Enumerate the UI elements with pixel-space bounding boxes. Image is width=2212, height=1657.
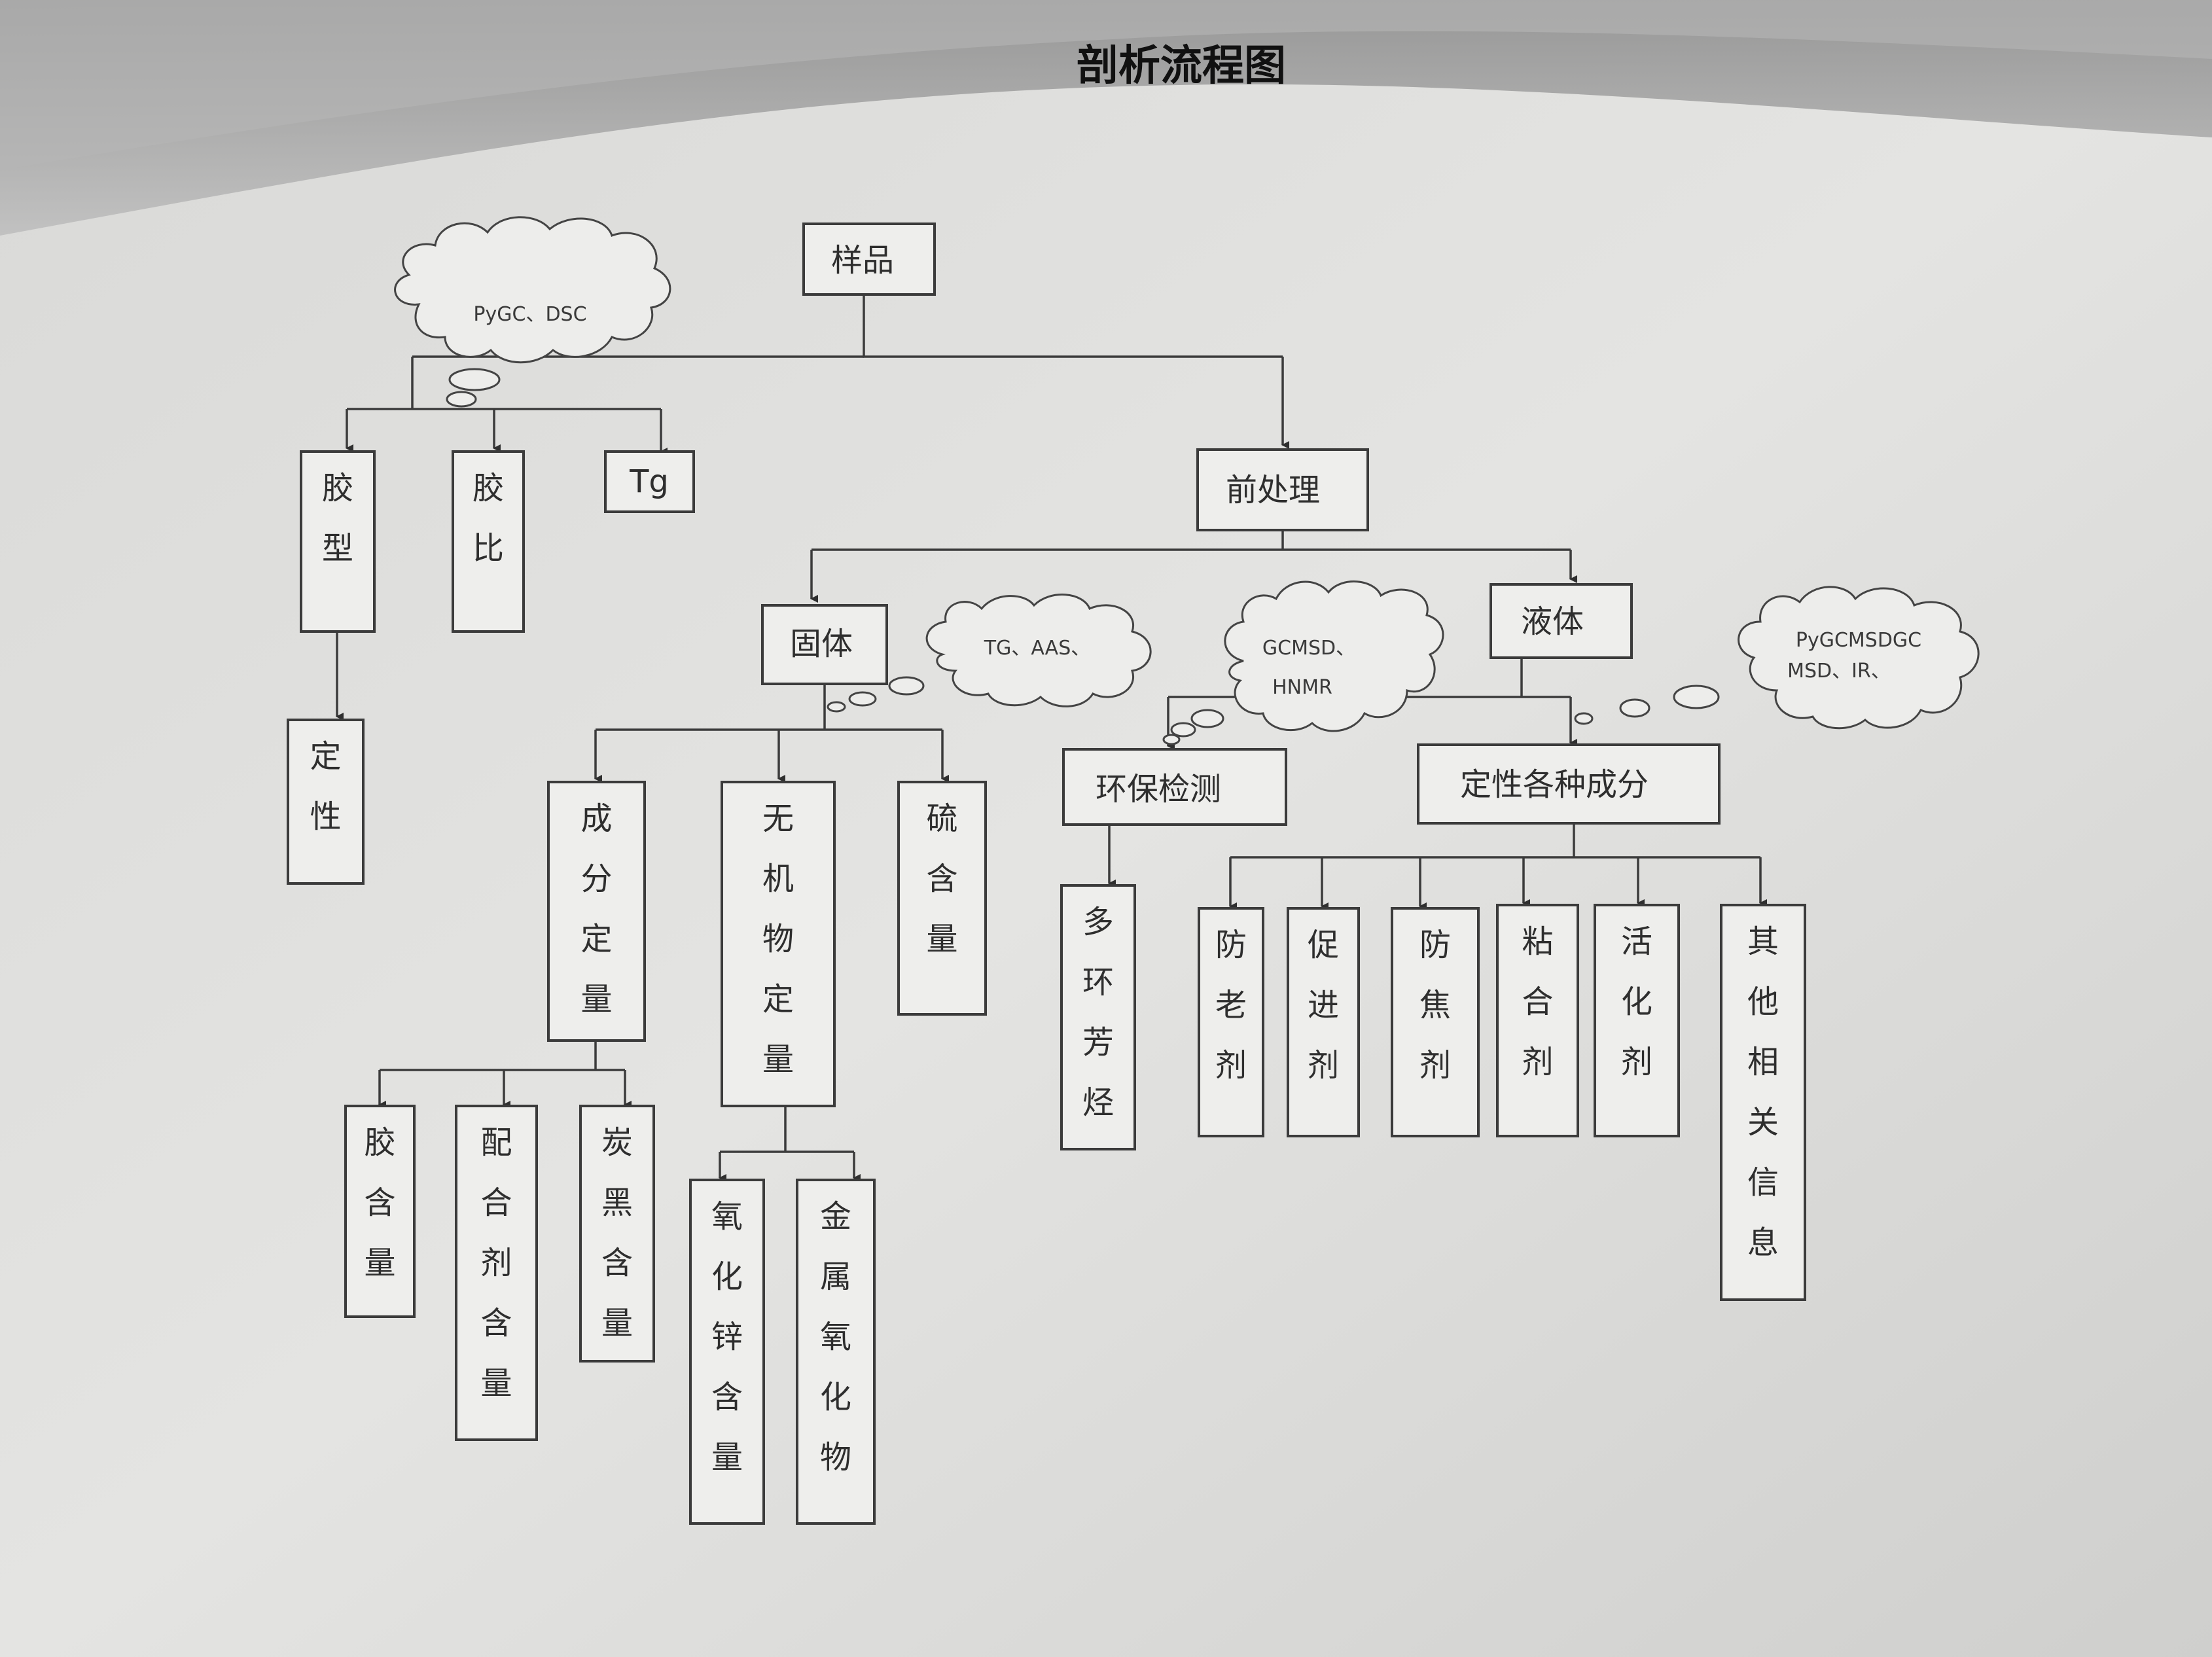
node-env-test: 环保检测 — [1062, 748, 1287, 826]
node-label-rubber-content: 胶含量 — [364, 1124, 395, 1281]
node-label-qualitative-left: 定性 — [310, 738, 341, 835]
node-sulfur-content: 硫含量 — [897, 781, 987, 1016]
cloud-label-tg-aas: TG、AAS、 — [984, 637, 1091, 660]
node-component-quant: 成分定量 — [547, 781, 646, 1042]
node-sample: 样品 — [802, 223, 936, 296]
connector-lines — [336, 294, 1767, 1182]
node-label-liquid: 液体 — [1521, 603, 1584, 640]
cloud-gcmsd-hnmr: GCMSD、 HNMR — [1162, 580, 1444, 745]
vertical-boxes: 胶型 胶比定性成分定量 无机物定量 硫含量胶含量 配合剂含量 炭黑含量 氧化锌含量 金属氧化物… — [287, 450, 1806, 1525]
node-adhesive-ratio: 胶比 — [452, 450, 525, 633]
node-label-inorganic-quant: 无机物定量 — [762, 800, 794, 1078]
cloud-label-msd-ir: MSD、IR、 — [1787, 660, 1891, 683]
node-label-sulfur-content: 硫含量 — [926, 800, 957, 957]
node-label-carbon-black-content: 炭黑含量 — [601, 1124, 633, 1342]
node-label-solid: 固体 — [790, 626, 853, 662]
node-adhesive-type: 胶型 — [300, 450, 376, 633]
node-pretreatment: 前处理 — [1196, 448, 1369, 531]
cloud-label-gcmsd: GCMSD、 — [1262, 637, 1355, 660]
node-solid: 固体 — [761, 604, 888, 685]
node-label-component-quant: 成分定量 — [580, 800, 612, 1018]
node-label-pretreatment: 前处理 — [1226, 472, 1320, 508]
cloud-label-hnmr: HNMR — [1272, 676, 1332, 699]
node-label-zinc-oxide-content: 氧化锌含量 — [711, 1198, 743, 1476]
node-tackifier: 粘合剂 — [1496, 904, 1579, 1137]
node-label-sample: 样品 — [831, 242, 894, 279]
node-label-other-info: 其他相关信息 — [1747, 923, 1779, 1261]
node-antiscorch: 防焦剂 — [1391, 907, 1480, 1137]
node-carbon-black-content: 炭黑含量 — [579, 1105, 655, 1363]
node-qualitative-left: 定性 — [287, 719, 365, 885]
node-activator: 活化剂 — [1594, 904, 1680, 1137]
node-label-activator: 活化剂 — [1621, 923, 1652, 1080]
cloud-label-pygcmsdgc: PyGCMSDGC — [1796, 629, 1921, 652]
node-qualitative-components: 定性各种成分 — [1417, 743, 1721, 825]
node-liquid: 液体 — [1490, 583, 1633, 659]
node-zinc-oxide-content: 氧化锌含量 — [689, 1179, 765, 1525]
node-label-antiscorch: 防焦剂 — [1419, 927, 1451, 1084]
node-rubber-content: 胶含量 — [344, 1105, 416, 1318]
cloud-pygc-dsc: PyGC、DSC — [394, 216, 671, 408]
node-pah: 多环芳烃 — [1060, 884, 1136, 1150]
cloud-tg-aas: TG、AAS、 — [827, 594, 1152, 713]
node-label-qualitative-components: 定性各种成分 — [1460, 766, 1649, 803]
cloud-pygcmsd-ir: PyGCMSDGC MSD、IR、 — [1574, 586, 1980, 730]
node-label-metal-oxide: 金属氧化物 — [820, 1198, 851, 1476]
node-accelerator: 促进剂 — [1287, 907, 1360, 1137]
cloud-label-pygc-dsc: PyGC、DSC — [473, 303, 586, 326]
page-title: 剖析流程图 — [1077, 42, 1286, 90]
node-label-antioxidant: 防老剂 — [1215, 927, 1247, 1084]
node-label-env-test: 环保检测 — [1096, 771, 1221, 808]
node-other-info: 其他相关信息 — [1720, 904, 1806, 1301]
node-antioxidant: 防老剂 — [1198, 907, 1264, 1137]
node-compounding-content: 配合剂含量 — [455, 1105, 538, 1441]
node-label-tg: Tg — [629, 463, 669, 500]
node-label-adhesive-ratio: 胶比 — [473, 470, 504, 567]
node-inorganic-quant: 无机物定量 — [721, 781, 836, 1107]
node-label-tackifier: 粘合剂 — [1522, 923, 1553, 1080]
node-metal-oxide: 金属氧化物 — [796, 1179, 876, 1525]
node-label-adhesive-type: 胶型 — [322, 470, 353, 567]
node-label-pah: 多环芳烃 — [1082, 904, 1114, 1121]
node-tg: Tg — [604, 450, 695, 513]
node-label-accelerator: 促进剂 — [1308, 927, 1339, 1084]
node-label-compounding-content: 配合剂含量 — [480, 1124, 512, 1402]
